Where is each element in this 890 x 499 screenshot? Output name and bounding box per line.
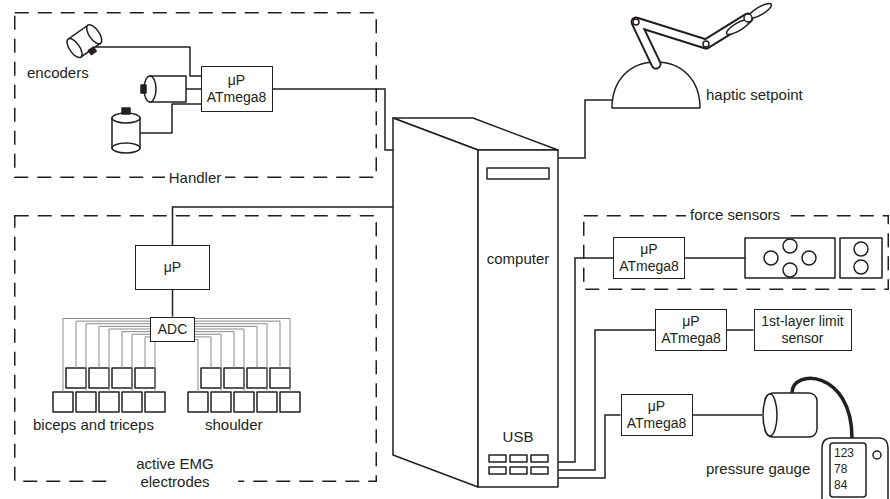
electrode-wire bbox=[76, 321, 150, 368]
encoder-symbol bbox=[64, 22, 107, 63]
pressure-gauge bbox=[700, 378, 888, 499]
group-label: force sensors bbox=[686, 206, 784, 224]
electrode-wire bbox=[195, 319, 290, 393]
box-label: μP bbox=[164, 259, 181, 276]
adc-box: ADC bbox=[150, 317, 195, 342]
electrode bbox=[89, 368, 109, 388]
electrode bbox=[53, 392, 73, 412]
electrode bbox=[145, 392, 165, 412]
computer-tower bbox=[393, 118, 558, 487]
microcontroller-box: μP bbox=[135, 245, 210, 290]
electrode-wire bbox=[195, 324, 267, 392]
device-label: pressure gauge bbox=[706, 460, 810, 478]
pressure-gauge: pressure gauge bbox=[700, 380, 889, 499]
force-sensor-pads bbox=[680, 238, 882, 278]
part-label: shoulder bbox=[205, 416, 263, 434]
box-label: μP ATmega8 bbox=[627, 398, 687, 432]
dashed-border bbox=[14, 12, 377, 178]
box-label: μP ATmega8 bbox=[661, 313, 721, 347]
dashed-border bbox=[584, 216, 889, 290]
electrode bbox=[76, 392, 96, 412]
display-reading: 123 bbox=[834, 446, 854, 461]
motor-symbol bbox=[141, 76, 186, 102]
electrode-wire bbox=[195, 337, 211, 368]
microcontroller-box: μP ATmega8 bbox=[201, 66, 273, 112]
connector-line bbox=[693, 414, 701, 416]
electrode bbox=[257, 392, 277, 412]
box-label: ADC bbox=[158, 321, 188, 338]
microcontroller-box: μP ATmega8 bbox=[613, 237, 685, 279]
electrode bbox=[211, 392, 231, 412]
device-label: computer bbox=[478, 250, 558, 268]
connector-line bbox=[173, 207, 394, 245]
electrode-wire bbox=[122, 332, 150, 368]
electrode bbox=[112, 368, 132, 388]
group-label: Handler bbox=[165, 169, 226, 187]
box-label: 1st-layer limit sensor bbox=[760, 313, 846, 347]
electrode-array bbox=[53, 319, 300, 413]
electrode-wire bbox=[195, 326, 257, 368]
microcontroller-box: μP ATmega8 bbox=[655, 309, 727, 351]
electrode bbox=[188, 392, 208, 412]
electrode-wire bbox=[63, 319, 150, 393]
electrode-wire bbox=[195, 332, 234, 368]
dashed-border bbox=[15, 216, 377, 482]
connector-line bbox=[727, 329, 754, 331]
motor-symbol bbox=[112, 108, 140, 153]
electrode bbox=[247, 368, 267, 388]
electrode bbox=[135, 368, 155, 388]
electrode-wire bbox=[132, 334, 150, 392]
dashed-group: force sensorsμP ATmega8 bbox=[583, 215, 889, 290]
haptic-device: haptic setpoint bbox=[600, 5, 820, 110]
group-label: active EMG electrodes bbox=[112, 455, 238, 491]
electrode-wire bbox=[195, 329, 244, 392]
electrode-wire bbox=[86, 324, 150, 392]
electrode bbox=[122, 392, 142, 412]
dashed-group: HandlerμP ATmega8 bbox=[14, 12, 377, 178]
electrode-wire bbox=[145, 337, 150, 368]
microcontroller-box: μP ATmega8 bbox=[621, 394, 693, 436]
electrode bbox=[280, 392, 300, 412]
sensor-box: 1st-layer limit sensor bbox=[754, 309, 852, 351]
computer-tower: computerUSB bbox=[393, 118, 558, 487]
electrode bbox=[224, 368, 244, 388]
display-reading: 84 bbox=[834, 478, 847, 493]
display-reading: 78 bbox=[834, 462, 847, 477]
connector-line bbox=[273, 89, 394, 150]
connector-line bbox=[172, 290, 174, 317]
connector-line bbox=[558, 100, 600, 158]
electrode-wire bbox=[109, 329, 150, 392]
box-label: μP ATmega8 bbox=[207, 72, 267, 106]
dashed-group: active EMG electrodesμPADC bbox=[14, 215, 377, 482]
electrode bbox=[99, 392, 119, 412]
wire bbox=[96, 47, 204, 133]
electrode bbox=[201, 368, 221, 388]
electrode bbox=[270, 368, 290, 388]
device-label: haptic setpoint bbox=[706, 86, 803, 104]
electrode bbox=[66, 368, 86, 388]
electrode-wire bbox=[195, 340, 198, 393]
device-label: USB bbox=[478, 428, 558, 446]
electrode-wire bbox=[150, 340, 155, 393]
part-label: encoders bbox=[27, 64, 89, 82]
electrode-wire bbox=[99, 326, 150, 368]
dashed-border bbox=[15, 13, 377, 178]
electrode bbox=[234, 392, 254, 412]
part-label: biceps and triceps bbox=[33, 416, 154, 434]
box-label: μP ATmega8 bbox=[619, 241, 679, 275]
electrode-wire bbox=[195, 334, 221, 392]
connector-line bbox=[558, 415, 621, 478]
